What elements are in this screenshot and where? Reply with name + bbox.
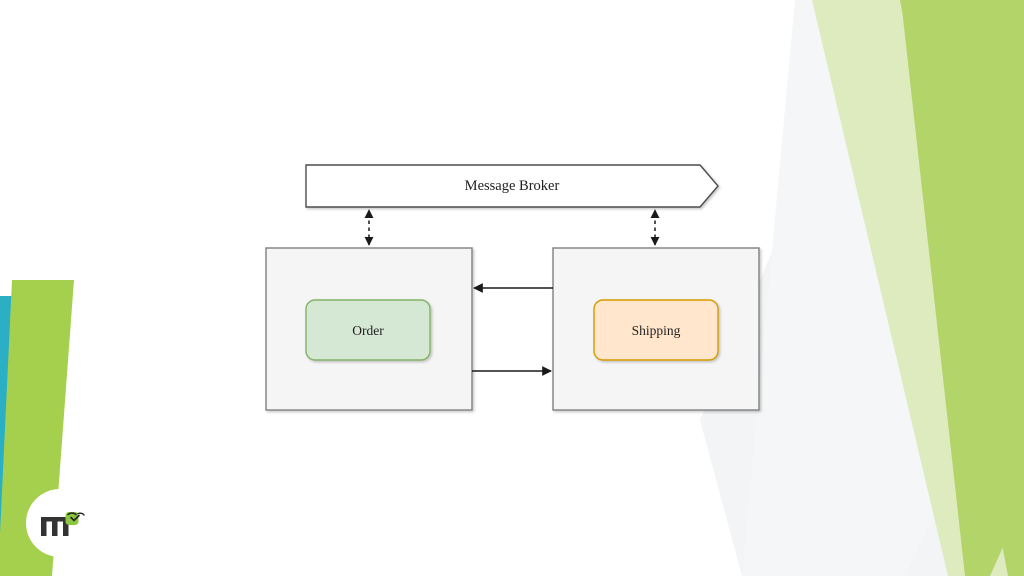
logo-apple-icon (65, 512, 85, 525)
message-broker-shape[interactable] (305, 164, 719, 208)
logo-m-mark (41, 517, 69, 536)
logo-badge-circle (26, 489, 94, 557)
shipping-service-box[interactable] (593, 299, 719, 361)
brand-logo (26, 489, 94, 557)
order-service-box[interactable] (305, 299, 431, 361)
